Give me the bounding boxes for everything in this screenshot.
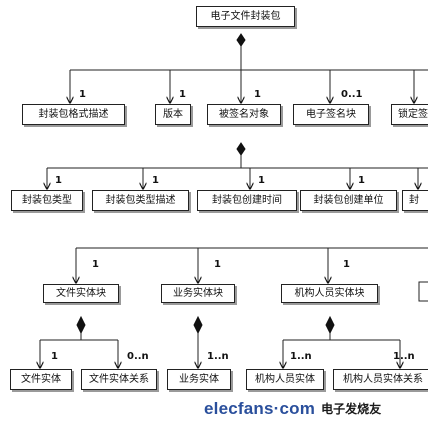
node-business-entity: 业务实体 [167,369,231,390]
node-pkg-type-desc: 封装包类型描述 [92,190,189,211]
node-signed-object: 被签名对象 [207,104,281,125]
mult-pkg-type-desc: 1 [152,175,159,186]
mult-org-person-entity-block: 1 [343,259,350,270]
node-e-sig-block: 电子签名块 [293,104,369,125]
composition-diamond-business-entity-block [193,315,203,335]
composition-diamond-signed-object [236,142,246,156]
node-file-entity-rel: 文件实体关系 [81,369,157,390]
mult-e-sig-block: 0..1 [341,89,363,100]
watermark: elecfans·com 电子发烧友 [204,392,428,425]
mult-pkg-type: 1 [55,175,62,186]
node-file-entity-block: 文件实体块 [43,284,119,303]
mult-file-entity-rel: 0..n [127,351,149,362]
node-org-person-entity: 机构人员实体 [246,369,324,390]
mult-signed-object: 1 [254,89,261,100]
watermark-logo: elecfans·com [204,398,316,418]
mult-format-desc: 1 [79,89,86,100]
node-package: 电子文件封装包 [196,6,295,27]
mult-business-entity: 1..n [207,351,229,362]
node-file-entity: 文件实体 [10,369,72,390]
mult-file-entity: 1 [51,351,58,362]
mult-version: 1 [179,89,186,100]
composition-diamond-package [236,33,246,47]
mult-org-person-entity-rel: 1..n [393,351,415,362]
node-version: 版本 [155,104,191,125]
node-org-person-entity-rel: 机构人员实体关系 [333,369,428,390]
composition-diamond-org-person-entity-block [325,315,335,335]
mult-pkg-create-unit: 1 [358,175,365,186]
mult-file-entity-block: 1 [92,259,99,270]
node-pkg-create-unit: 封装包创建单位 [300,190,397,211]
node-business-entity-block: 业务实体块 [161,284,235,303]
composition-diamond-file-entity-block [76,315,86,335]
mult-org-person-entity: 1..n [290,351,312,362]
mult-pkg-create-time: 1 [258,175,265,186]
node-pkg-more: 封 [402,190,428,211]
mult-business-entity-block: 1 [214,259,221,270]
node-pkg-type: 封装包类型 [11,190,83,211]
node-format-desc: 封装包格式描述 [22,104,125,125]
node-lock-sig: 锁定签 [391,104,428,125]
partial-box-edge [418,281,428,302]
node-pkg-create-time: 封装包创建时间 [197,190,297,211]
watermark-text: 电子发烧友 [321,402,382,416]
node-org-person-entity-block: 机构人员实体块 [281,284,378,303]
